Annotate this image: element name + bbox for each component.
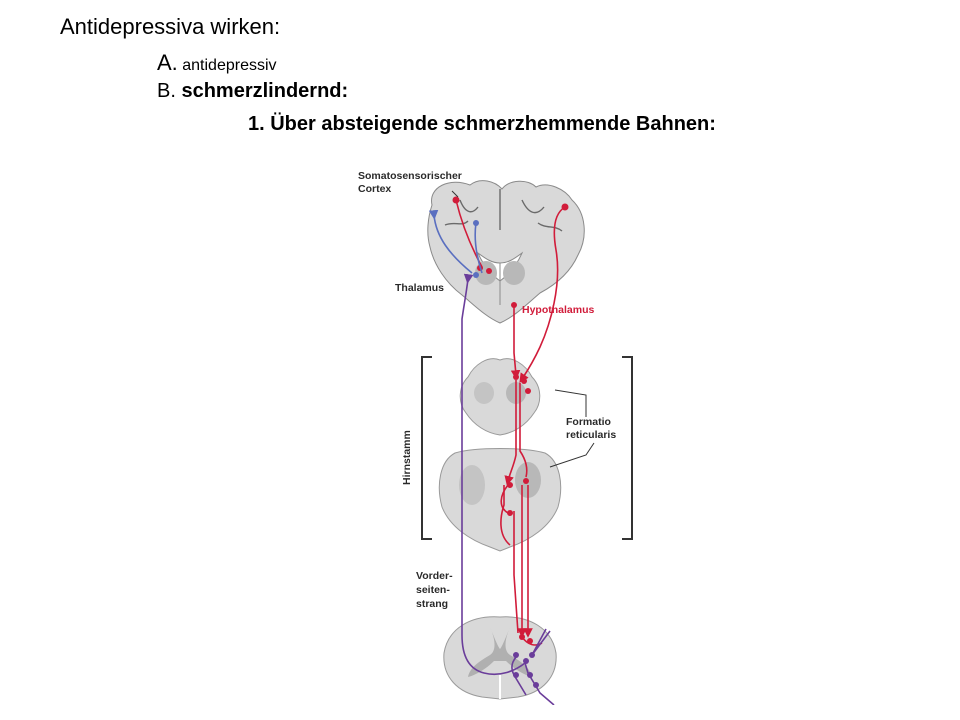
heading-line-2: A. antidepressiv [157, 50, 277, 76]
brainstem-lower [438, 448, 562, 552]
leader-lines [451, 190, 595, 468]
pain-pathway-diagram: Somatosensorischer Cortex Thalamus Hypot… [358, 170, 633, 705]
blue-neurons [473, 220, 479, 278]
thalamus-right [503, 261, 525, 285]
label-cortex-2: Cortex [358, 183, 391, 195]
heading-line-1: Antidepressiva wirken: [60, 14, 281, 39]
label-hypothalamus: Hypothalamus [522, 304, 595, 316]
spinal-cord-section [443, 616, 557, 700]
label-formatio-1: Formatio [566, 416, 611, 428]
purple-neurons [513, 652, 539, 688]
label-hirnstamm: Hirnstamm [401, 430, 413, 485]
label-thalamus: Thalamus [395, 282, 444, 294]
label-vorderseitenstrang-1: Vorder- [416, 570, 453, 582]
item-a-letter: A. [157, 50, 178, 75]
label-formatio-2: reticularis [566, 429, 616, 441]
label-vorderseitenstrang-2: seiten- [416, 584, 450, 596]
item-a-text: antidepressiv [177, 57, 277, 74]
descending-pain-inhibition-pathway [455, 199, 566, 646]
item-b-text: schmerzlindernd: [181, 80, 349, 102]
hirnstamm-brackets [421, 356, 633, 540]
thalamus-left [475, 261, 497, 285]
heading-line-4: 1. Über absteigende schmerzhemmende Bahn… [248, 113, 716, 135]
label-vorderseitenstrang-3: strang [416, 598, 448, 610]
heading-line-3: B. schmerzlindernd: [157, 80, 348, 103]
item-b-letter: B. [157, 80, 176, 102]
blue-cortical-pathway [428, 209, 483, 274]
label-cortex-1: Somatosensorischer [358, 170, 462, 182]
